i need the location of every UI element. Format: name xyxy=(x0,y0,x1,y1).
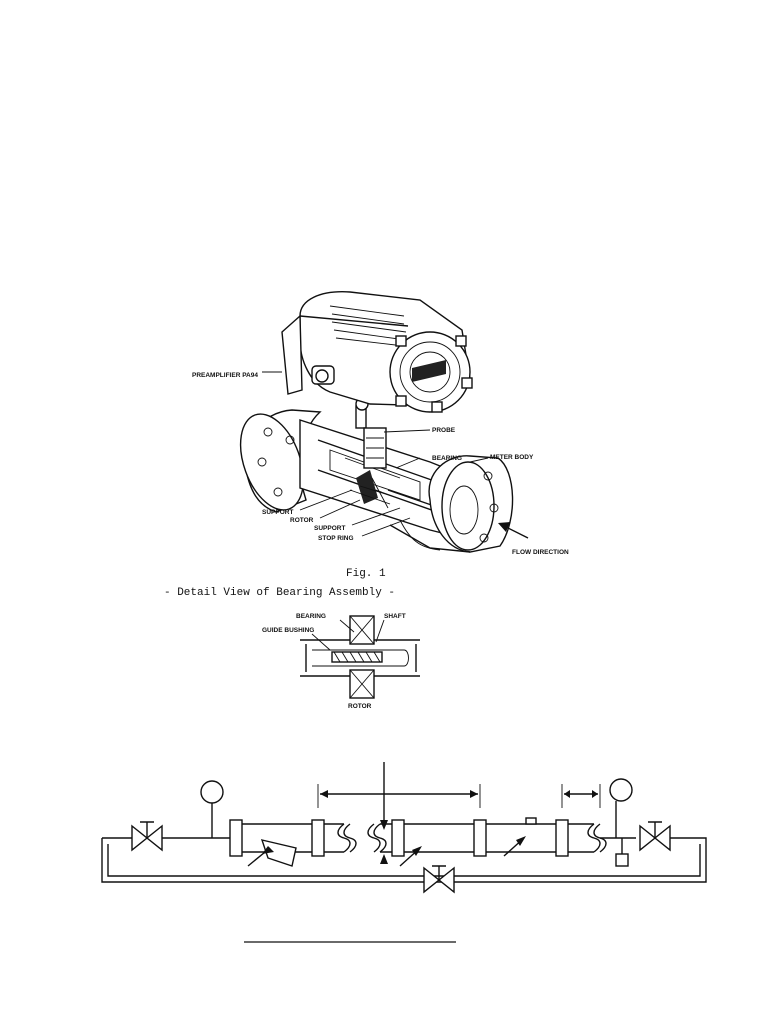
label-meter-body: METER BODY xyxy=(490,454,534,461)
flow-direction-arrow xyxy=(498,522,529,539)
detail-label-bearing: BEARING xyxy=(296,613,326,620)
bypass-valve xyxy=(423,865,455,894)
bearing-detail-drawing xyxy=(300,615,420,699)
leader-lines xyxy=(262,371,489,537)
label-flow-direction: FLOW DIRECTION xyxy=(512,549,569,556)
outlet-flange xyxy=(389,455,514,553)
left-pressure-gauge xyxy=(200,780,224,838)
preamplifier-housing xyxy=(281,291,473,413)
label-stop-ring: STOP RING xyxy=(318,535,354,542)
rotor-assembly xyxy=(349,470,441,509)
detail-title: - Detail View of Bearing Assembly - xyxy=(164,587,395,599)
figure-caption: Fig. 1 xyxy=(346,568,386,580)
left-gate-valve xyxy=(131,821,163,852)
test-line-schematic xyxy=(101,762,707,894)
right-gate-valve xyxy=(639,821,688,852)
flow-meter-illustration: PREAMPLIFIER PA94 PROBE BEARING METER BO… xyxy=(192,291,569,580)
label-bearing: BEARING xyxy=(432,455,462,462)
detail-label-shaft: SHAFT xyxy=(384,613,406,620)
probe xyxy=(355,397,387,469)
label-preamplifier: PREAMPLIFIER PA94 xyxy=(192,372,258,379)
label-support-left: SUPPORT xyxy=(262,509,293,516)
label-probe: PROBE xyxy=(432,427,456,434)
right-pressure-gauge xyxy=(609,778,633,838)
detail-label-guide-bushing: GUIDE BUSHING xyxy=(262,627,314,634)
label-support-mid: SUPPORT xyxy=(314,525,345,532)
detail-label-rotor: ROTOR xyxy=(348,703,372,710)
label-rotor: ROTOR xyxy=(290,517,314,524)
